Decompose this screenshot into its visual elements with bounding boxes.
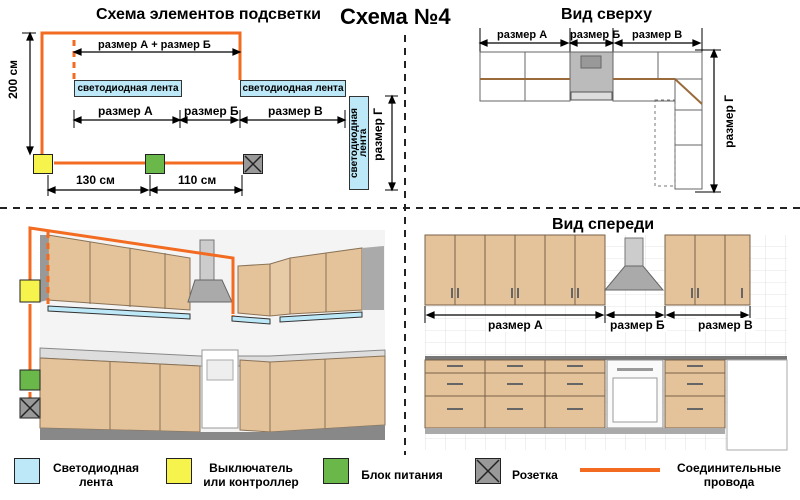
legend-wire-icon bbox=[580, 468, 660, 472]
scheme-dist-1-label: 130 см bbox=[76, 173, 115, 187]
scheme-title: Схема элементов подсветки bbox=[96, 6, 321, 23]
legend-socket-label: Розетка bbox=[512, 468, 558, 482]
top-size-g-label: размер Г bbox=[722, 95, 736, 148]
front-size-a-label: размер А bbox=[486, 318, 545, 332]
front-size-b-label: размер Б bbox=[608, 318, 667, 332]
scheme-number-title: Схема №4 bbox=[340, 4, 451, 29]
scheme-tape-a: светодиодная лента bbox=[74, 80, 182, 97]
scheme-size-b-label: размер Б bbox=[184, 104, 239, 118]
top-view-diagram bbox=[478, 28, 721, 194]
legend: Светодиодная лента Выключатель или контр… bbox=[0, 455, 800, 500]
scheme-power-supply bbox=[145, 154, 165, 174]
scheme-size-g-label: размер Г bbox=[371, 108, 385, 161]
scheme-tape-v: светодиодная лента bbox=[240, 80, 346, 97]
legend-wire-label: Соединительные провода bbox=[676, 461, 781, 489]
scheme-switch bbox=[33, 154, 53, 174]
legend-tape-swatch bbox=[14, 458, 40, 484]
scheme-sum-label: размер А + размер Б bbox=[98, 39, 211, 51]
top-size-a-label: размер А bbox=[497, 29, 548, 41]
kitchen-3d-illustration bbox=[19, 226, 386, 440]
legend-socket-icon bbox=[475, 458, 501, 484]
scheme-height-label: 200 см bbox=[6, 60, 20, 99]
scheme-dist-2-label: 110 см bbox=[178, 173, 217, 187]
scheme-diagram bbox=[22, 31, 398, 196]
legend-switch-swatch bbox=[166, 458, 192, 484]
top-size-b-label: размер Б bbox=[570, 29, 621, 41]
scheme-socket bbox=[243, 154, 263, 174]
front-view-title: Вид спереди bbox=[552, 216, 655, 233]
front-size-v-label: размер В bbox=[696, 318, 755, 332]
scheme-size-a-label: размер А bbox=[98, 104, 153, 118]
legend-tape-label: Светодиодная лента bbox=[53, 461, 139, 489]
top-size-v-label: размер В bbox=[632, 29, 683, 41]
scheme-wires bbox=[40, 31, 243, 165]
legend-power-label: Блок питания bbox=[361, 468, 443, 482]
top-view-title: Вид сверху bbox=[561, 6, 652, 23]
legend-power-swatch bbox=[323, 458, 349, 484]
scheme-tape-g: светодиодная лента bbox=[349, 96, 369, 190]
front-view-diagram bbox=[424, 234, 788, 451]
scheme-size-v-label: размер В bbox=[268, 104, 323, 118]
legend-switch-label: Выключатель или контроллер bbox=[203, 461, 299, 489]
